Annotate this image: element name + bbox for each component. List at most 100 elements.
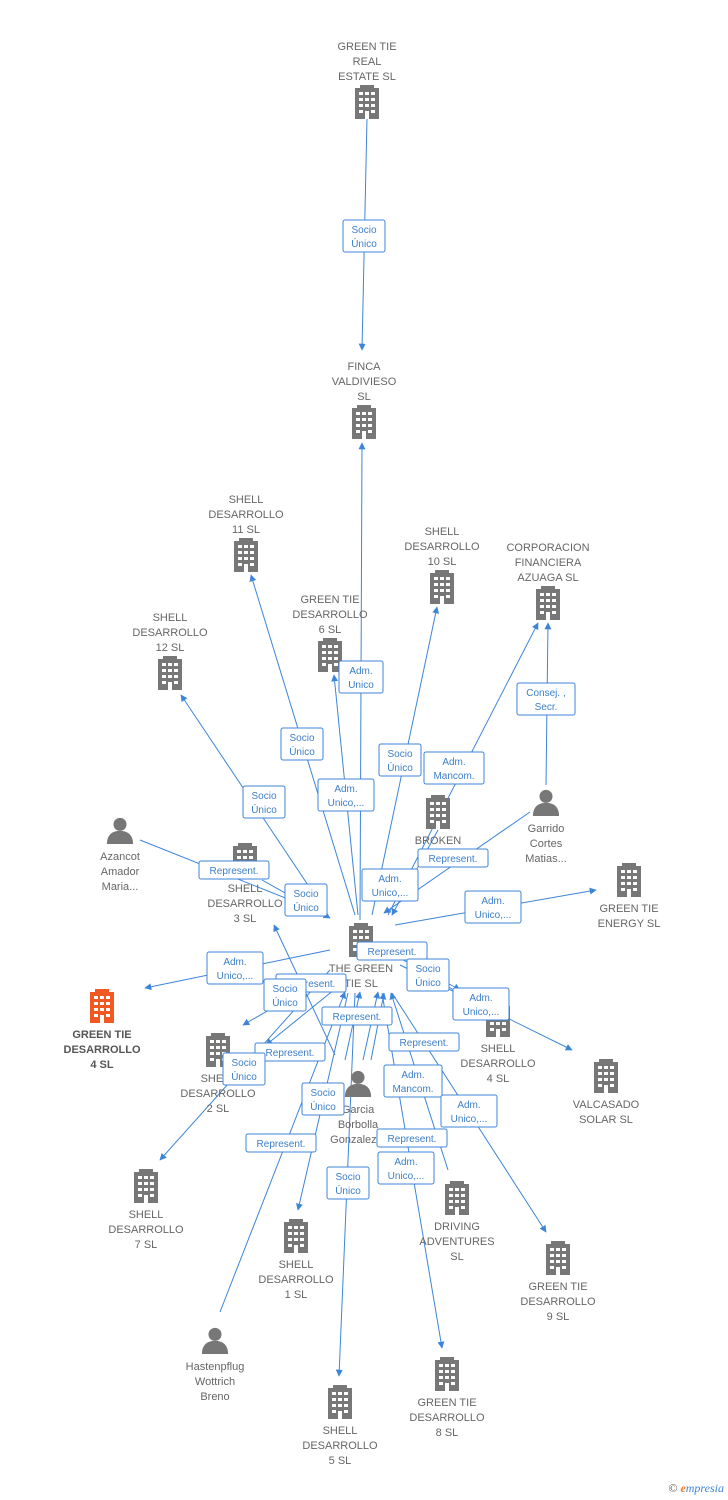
edge-label-e_garcia_mancom[interactable]: Adm. Mancom.: [383, 1064, 443, 1098]
edge-label-text: Mancom.: [392, 1084, 433, 1095]
edge-label-e_azancot_tgt[interactable]: Represent.: [198, 860, 270, 880]
edge-label-box: [198, 860, 270, 880]
node-label: SHELL: [129, 1209, 164, 1221]
edge-label-box: [376, 1128, 448, 1148]
edge-label-text: Único: [272, 996, 298, 1009]
node-label: Hastenpflug: [186, 1361, 245, 1373]
node-label: SL: [450, 1251, 463, 1263]
edge-label-e_tgt_g9[interactable]: Adm.Unico,...: [440, 1094, 498, 1128]
edge-label-text: Secr.: [535, 702, 558, 713]
edge-label-e_tgt_g4[interactable]: Adm.Unico,...: [206, 951, 264, 985]
edge-label-e_tgt_s4[interactable]: Represent.: [356, 941, 428, 961]
node-garrido[interactable]: GarridoCortesMatias...: [525, 789, 567, 865]
edge-e_garcia_s2: [344, 991, 363, 1061]
node-label: Wottrich: [195, 1376, 235, 1388]
edge-label-text: Único: [415, 976, 441, 989]
edge-label-e_garrido_corp[interactable]: Consej. ,Secr.: [516, 682, 576, 716]
node-label: SHELL: [279, 1259, 314, 1271]
edge-label-text: Adm.: [401, 1070, 424, 1081]
node-azancot[interactable]: AzancotAmadorMaria...: [100, 817, 140, 893]
edge-label-text: Represent.: [210, 866, 259, 877]
edge-label-box: [388, 1032, 460, 1052]
edge-label-e_garcia_driving[interactable]: Represent.: [388, 1032, 460, 1052]
edge-label-e_tgt_finca[interactable]: Adm.Unico: [338, 660, 384, 694]
node-label: Breno: [200, 1391, 229, 1403]
edge-label-e_broken_tgt[interactable]: Adm.Unico,...: [361, 868, 419, 902]
node-garcia[interactable]: GarciaBorbollaGonzalez...: [330, 1070, 386, 1146]
edge-label-box: [516, 682, 576, 716]
building-icon: [435, 1357, 459, 1391]
brand-logo[interactable]: ©empresia: [668, 1481, 724, 1496]
edge-label-text: Represent.: [257, 1139, 306, 1150]
node-label: ENERGY SL: [598, 918, 661, 930]
building-icon: [546, 1241, 570, 1275]
edge-label-text: Unico,...: [388, 1171, 425, 1182]
node-label: FINCA: [348, 361, 382, 373]
node-label: GREEN TIE: [599, 903, 658, 915]
edge-label-text: Único: [387, 761, 413, 774]
edge-label-box: [440, 1094, 498, 1128]
edge-label-e_tgt_g6[interactable]: Adm.Unico,...: [317, 778, 375, 812]
edge-label-e_garrido_tgt[interactable]: Represent.: [417, 848, 489, 868]
edge-label-text: Adm.: [442, 757, 465, 768]
node-label: SHELL: [153, 612, 188, 624]
edge-label-e_tgt_corp[interactable]: Adm. Mancom.: [423, 751, 485, 785]
node-label: 2 SL: [207, 1103, 230, 1115]
edge-label-box: [383, 1064, 443, 1098]
node-label: CORPORACION: [506, 542, 589, 554]
edge-e_garcia_driving: [370, 992, 387, 1061]
edge-label-text: Represent.: [333, 1012, 382, 1023]
edge-label-text: Unico,...: [328, 798, 365, 809]
node-label: GREEN TIE: [528, 1281, 587, 1293]
edge-label-text: Socio: [289, 733, 314, 744]
edge-label-text: Único: [310, 1100, 336, 1113]
edge-label-e_s2_rep[interactable]: Represent.: [254, 1042, 326, 1062]
edge-label-e_driving_rep[interactable]: Represent.: [376, 1128, 448, 1148]
edge-label-e_tgt_energy[interactable]: Adm.Unico,...: [464, 890, 522, 924]
edge-label-e_garcia_s2[interactable]: Represent.: [321, 1006, 393, 1026]
edge-label-text: Socio: [293, 889, 318, 900]
edge-label-e_tgt_g8[interactable]: Adm.Unico,...: [377, 1151, 435, 1185]
edge-label-box: [280, 727, 324, 761]
edge-label-box: [254, 1042, 326, 1062]
edge-label-e_tgt_s4b[interactable]: Adm.Unico,...: [452, 987, 510, 1021]
node-label: Amador: [101, 866, 140, 878]
edge-label-box: [452, 987, 510, 1021]
edge-label-text: Mancom.: [433, 771, 474, 782]
building-icon: [90, 989, 114, 1023]
edge-label-e_hast_tgt[interactable]: Represent.: [245, 1133, 317, 1153]
node-label: DESARROLLO: [108, 1224, 184, 1236]
edge-label-box: [377, 1151, 435, 1185]
node-gt_energy[interactable]: GREEN TIE ENERGY SL: [598, 863, 661, 930]
